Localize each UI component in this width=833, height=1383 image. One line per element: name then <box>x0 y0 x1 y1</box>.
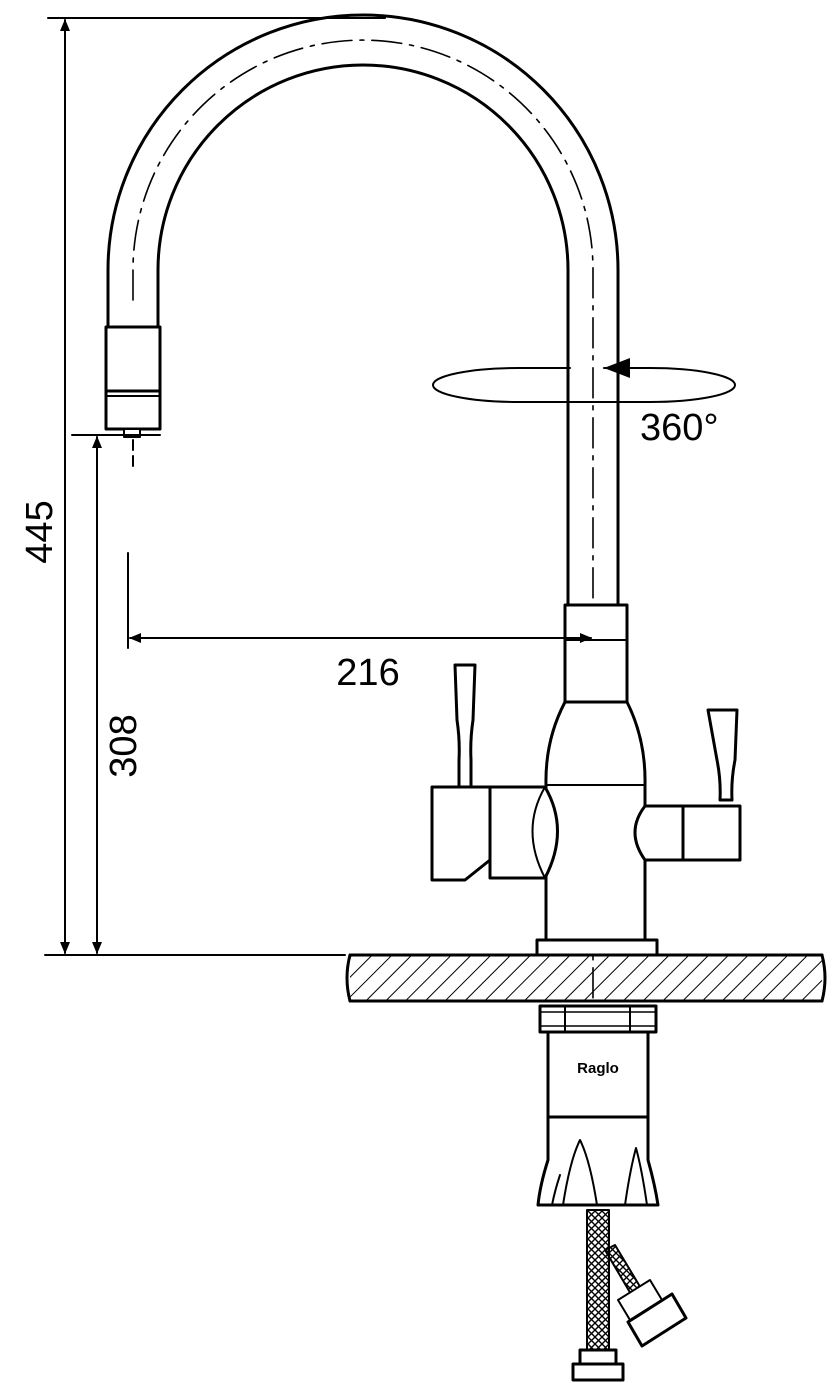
supply-hoses <box>571 1209 688 1382</box>
countertop <box>345 953 827 1003</box>
spout <box>106 13 620 1021</box>
rotation-360-label: 360° <box>640 407 719 449</box>
faucet-body <box>544 700 647 942</box>
spray-head <box>104 325 162 469</box>
dim-445-label: 445 <box>19 500 61 563</box>
rotation-indicator <box>432 358 736 403</box>
dimension-lines <box>44 17 592 956</box>
base-flange <box>535 938 659 957</box>
neck-collar <box>563 603 629 704</box>
dim-308-label: 308 <box>103 714 145 777</box>
dim-216-label: 216 <box>336 652 399 694</box>
brand-logo-text: Raglo <box>577 1060 619 1077</box>
mounting-nut <box>538 1004 658 1034</box>
right-handle <box>633 708 742 862</box>
shank-housing <box>536 1030 660 1207</box>
left-handle <box>430 663 559 882</box>
